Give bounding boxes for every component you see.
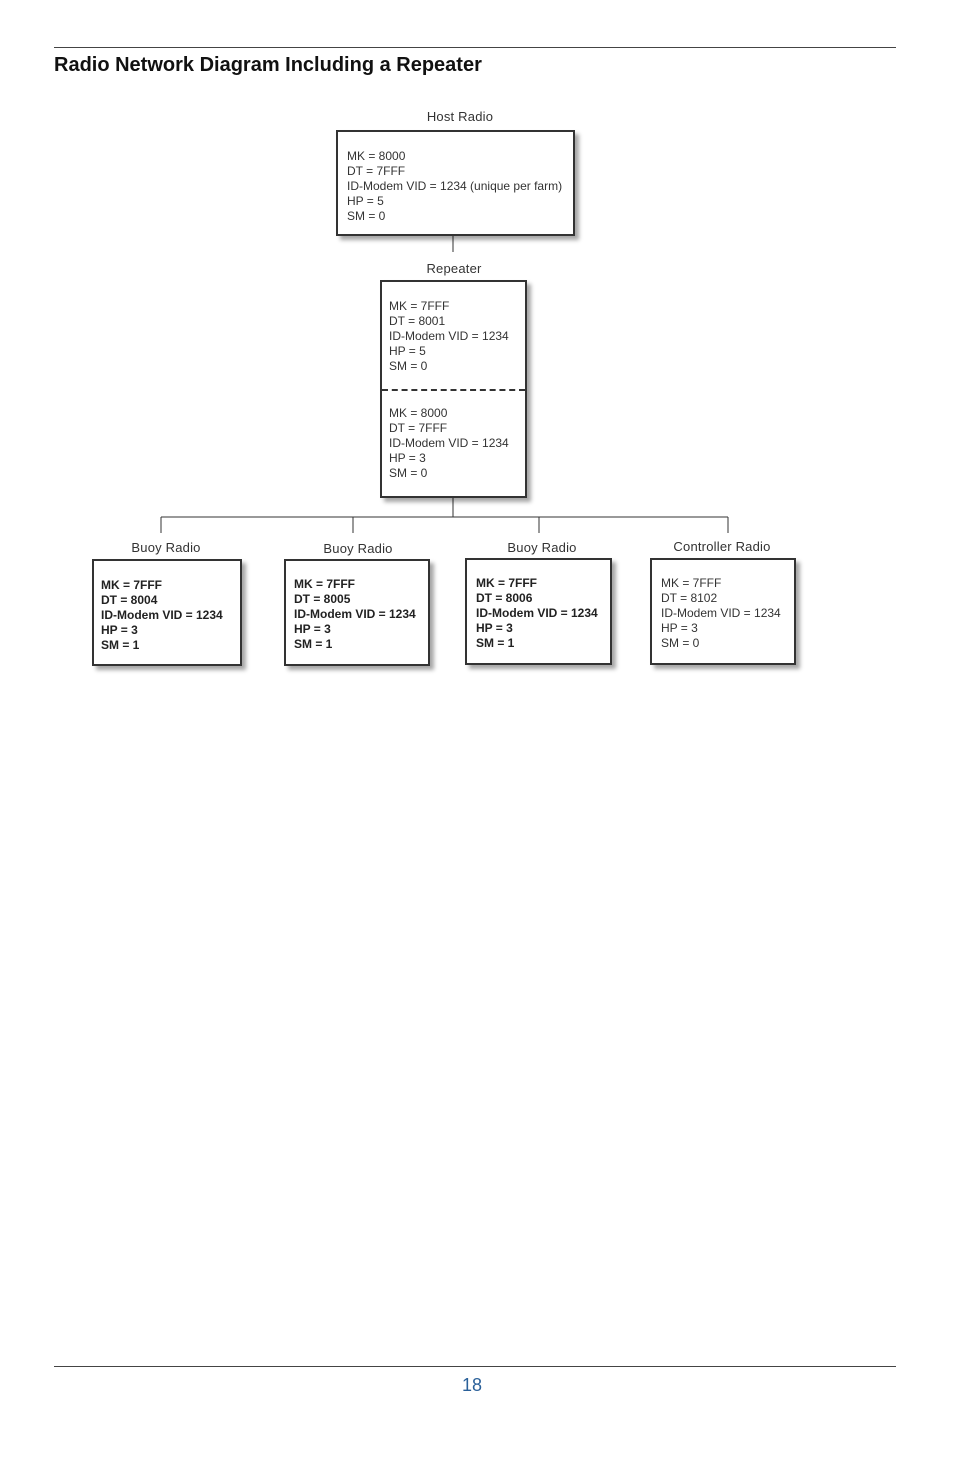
footer-rule — [54, 1366, 896, 1367]
setting-line: MK = 7FFF — [661, 576, 722, 590]
setting-line: HP = 3 — [476, 621, 513, 635]
setting-line: ID-Modem VID = 1234 — [476, 606, 598, 620]
setting-line: DT = 8004 — [101, 593, 158, 607]
buoy-radio-label: Buoy Radio — [131, 540, 201, 555]
setting-line: SM = 1 — [476, 636, 515, 650]
repeater-upper-settings: MK = 7FFF DT = 8001 ID-Modem VID = 1234 … — [389, 299, 509, 374]
setting-line: HP = 3 — [101, 623, 138, 637]
setting-line: ID-Modem VID = 1234 — [661, 606, 781, 620]
buoy-radio-box: MK = 7FFF DT = 8004 ID-Modem VID = 1234 … — [92, 559, 242, 666]
repeater-box: MK = 7FFF DT = 8001 ID-Modem VID = 1234 … — [380, 280, 527, 498]
repeater-section-divider — [382, 389, 525, 391]
setting-line: MK = 8000 — [347, 149, 406, 163]
host-radio-box: MK = 8000 DT = 7FFF ID-Modem VID = 1234 … — [336, 130, 575, 236]
page-title: Radio Network Diagram Including a Repeat… — [54, 54, 482, 76]
setting-line: SM = 1 — [101, 638, 140, 652]
repeater-lower-settings: MK = 8000 DT = 7FFF ID-Modem VID = 1234 … — [389, 406, 509, 481]
buoy-radio-settings: MK = 7FFF DT = 8006 ID-Modem VID = 1234 … — [476, 576, 598, 651]
buoy-radio-settings: MK = 7FFF DT = 8005 ID-Modem VID = 1234 … — [294, 577, 416, 652]
setting-line: DT = 7FFF — [347, 164, 406, 178]
setting-line: SM = 0 — [661, 636, 700, 650]
buoy-radio-box: MK = 7FFF DT = 8005 ID-Modem VID = 1234 … — [284, 559, 430, 666]
buoy-radio-label: Buoy Radio — [323, 541, 393, 556]
setting-line: SM = 0 — [389, 359, 428, 373]
setting-line: HP = 5 — [347, 194, 384, 208]
setting-line: MK = 7FFF — [476, 576, 538, 590]
setting-line: HP = 3 — [389, 451, 426, 465]
page-number: 18 — [461, 1375, 483, 1395]
setting-line: DT = 8005 — [294, 592, 351, 606]
repeater-label: Repeater — [426, 261, 482, 276]
setting-line: MK = 7FFF — [101, 578, 163, 592]
setting-line: ID-Modem VID = 1234 — [389, 329, 509, 343]
setting-line: MK = 8000 — [389, 406, 448, 420]
buoy-radio-box: MK = 7FFF DT = 8006 ID-Modem VID = 1234 … — [465, 558, 612, 665]
setting-line: SM = 0 — [347, 209, 386, 223]
setting-line: MK = 7FFF — [294, 577, 356, 591]
controller-radio-box: MK = 7FFF DT = 8102 ID-Modem VID = 1234 … — [650, 558, 796, 665]
setting-line: DT = 8001 — [389, 314, 446, 328]
setting-line: HP = 3 — [661, 621, 698, 635]
radio-network-diagram: Host Radio MK = 8000 DT = 7FFF ID-Modem … — [0, 0, 954, 700]
connector-lines — [160, 236, 729, 533]
buoy-radio-label: Buoy Radio — [507, 540, 577, 555]
host-radio-settings: MK = 8000 DT = 7FFF ID-Modem VID = 1234 … — [347, 149, 562, 224]
buoy-radio-settings: MK = 7FFF DT = 8004 ID-Modem VID = 1234 … — [101, 578, 223, 653]
setting-line: HP = 5 — [389, 344, 426, 358]
header-rule — [54, 47, 896, 48]
setting-line: SM = 1 — [294, 637, 333, 651]
setting-line: DT = 8006 — [476, 591, 533, 605]
setting-line: DT = 8102 — [661, 591, 718, 605]
controller-radio-label: Controller Radio — [673, 539, 771, 554]
setting-line: ID-Modem VID = 1234 — [101, 608, 223, 622]
setting-line: MK = 7FFF — [389, 299, 450, 313]
setting-line: DT = 7FFF — [389, 421, 448, 435]
host-radio-label: Host Radio — [426, 109, 494, 124]
setting-line: ID-Modem VID = 1234 — [389, 436, 509, 450]
setting-line: ID-Modem VID = 1234 — [294, 607, 416, 621]
controller-radio-settings: MK = 7FFF DT = 8102 ID-Modem VID = 1234 … — [661, 576, 781, 651]
setting-line: SM = 0 — [389, 466, 428, 480]
setting-line: ID-Modem VID = 1234 (unique per farm) — [347, 179, 563, 193]
setting-line: HP = 3 — [294, 622, 331, 636]
